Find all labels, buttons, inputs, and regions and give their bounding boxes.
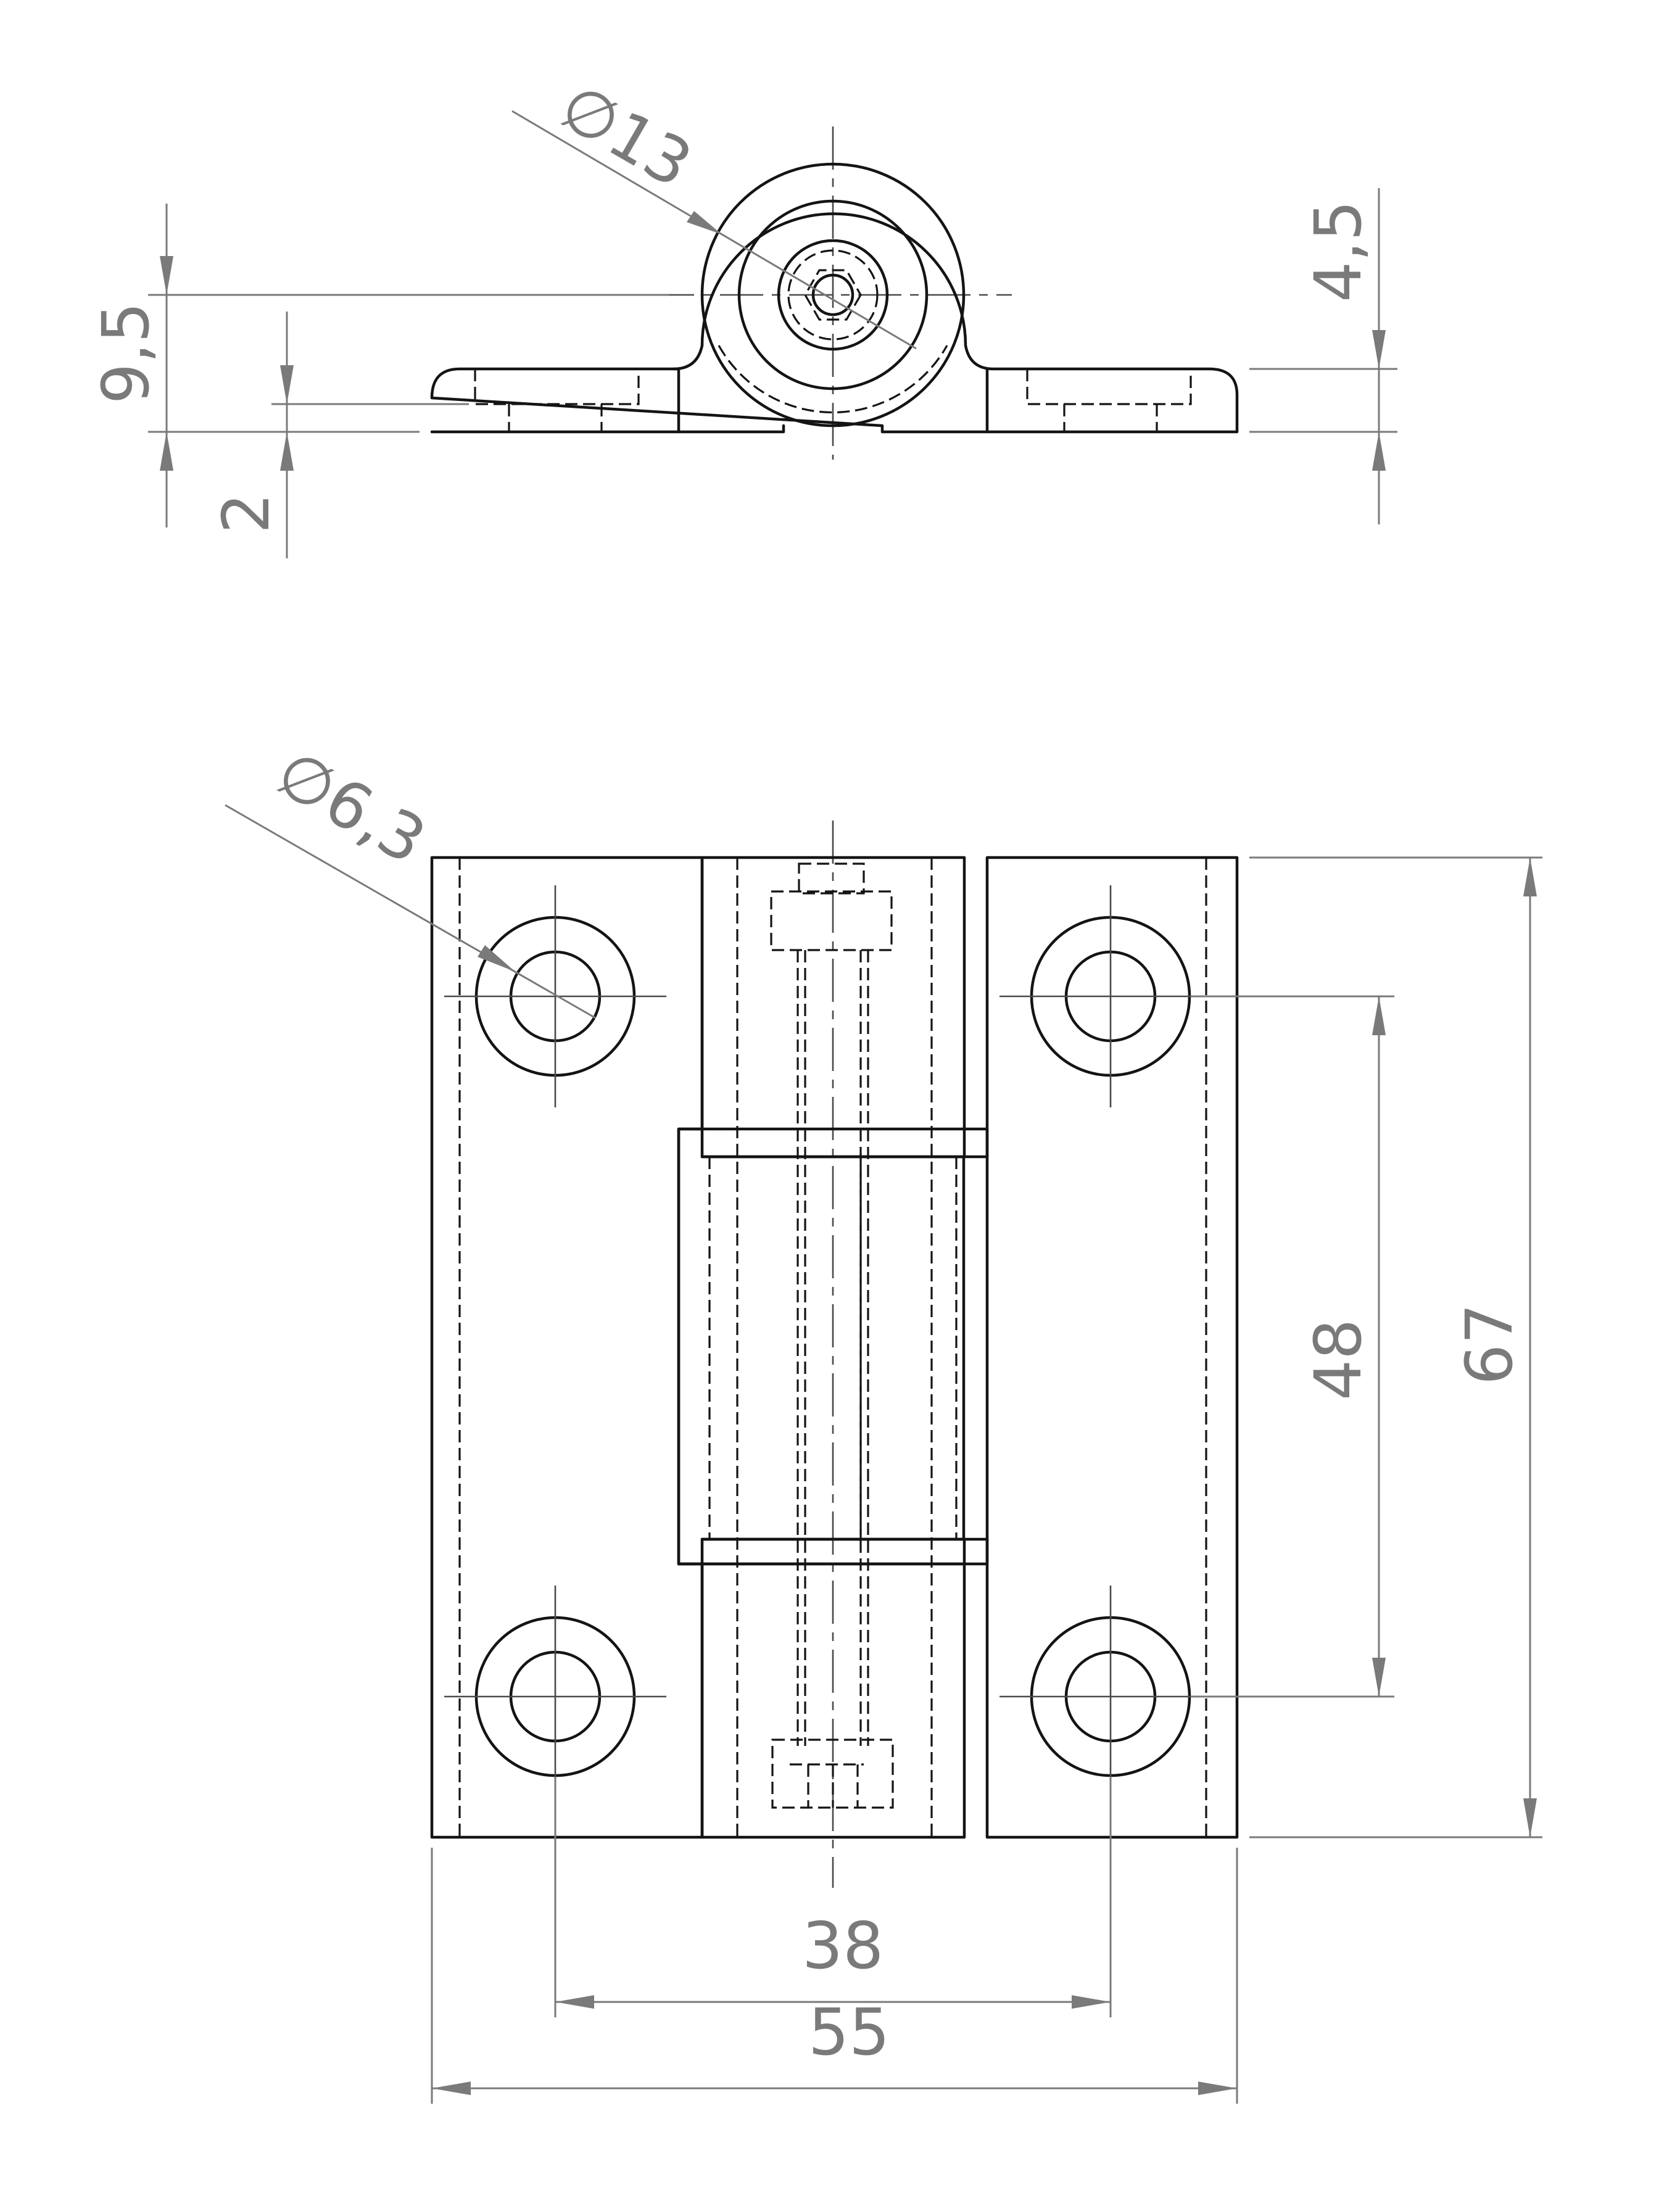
dim-base-thickness: 2	[209, 493, 284, 534]
knuckle-outer	[700, 162, 966, 428]
dim-pin-offset: 4,5	[1301, 201, 1376, 302]
dim-hole-spacing-horizontal: 38	[802, 1908, 883, 1983]
dim-hole-spacing-vertical: 48	[1301, 1319, 1376, 1400]
hex-socket	[804, 269, 862, 321]
hole-bottom-right	[999, 1586, 1222, 1808]
dim-hole-diameter: ∅6,3	[264, 735, 439, 879]
dim-overall-height-side: 9,5	[88, 302, 163, 404]
hole-top-right	[999, 885, 1222, 1107]
dim-pin-diameter: ∅13	[548, 68, 705, 202]
base-plate-outline	[430, 212, 1239, 434]
side-view: 9,5 2 4,5 ∅13	[88, 68, 1397, 558]
hole-bottom-left	[444, 1586, 666, 1808]
hole-top-left	[444, 885, 666, 1107]
dim-overall-width: 55	[808, 1995, 890, 2070]
front-view: 48 67 38 55 ∅6,3	[225, 735, 1542, 2104]
dim-overall-height-front: 67	[1452, 1304, 1527, 1385]
left-leaf-outline	[430, 856, 704, 1839]
right-leaf-outline	[962, 856, 1239, 1839]
